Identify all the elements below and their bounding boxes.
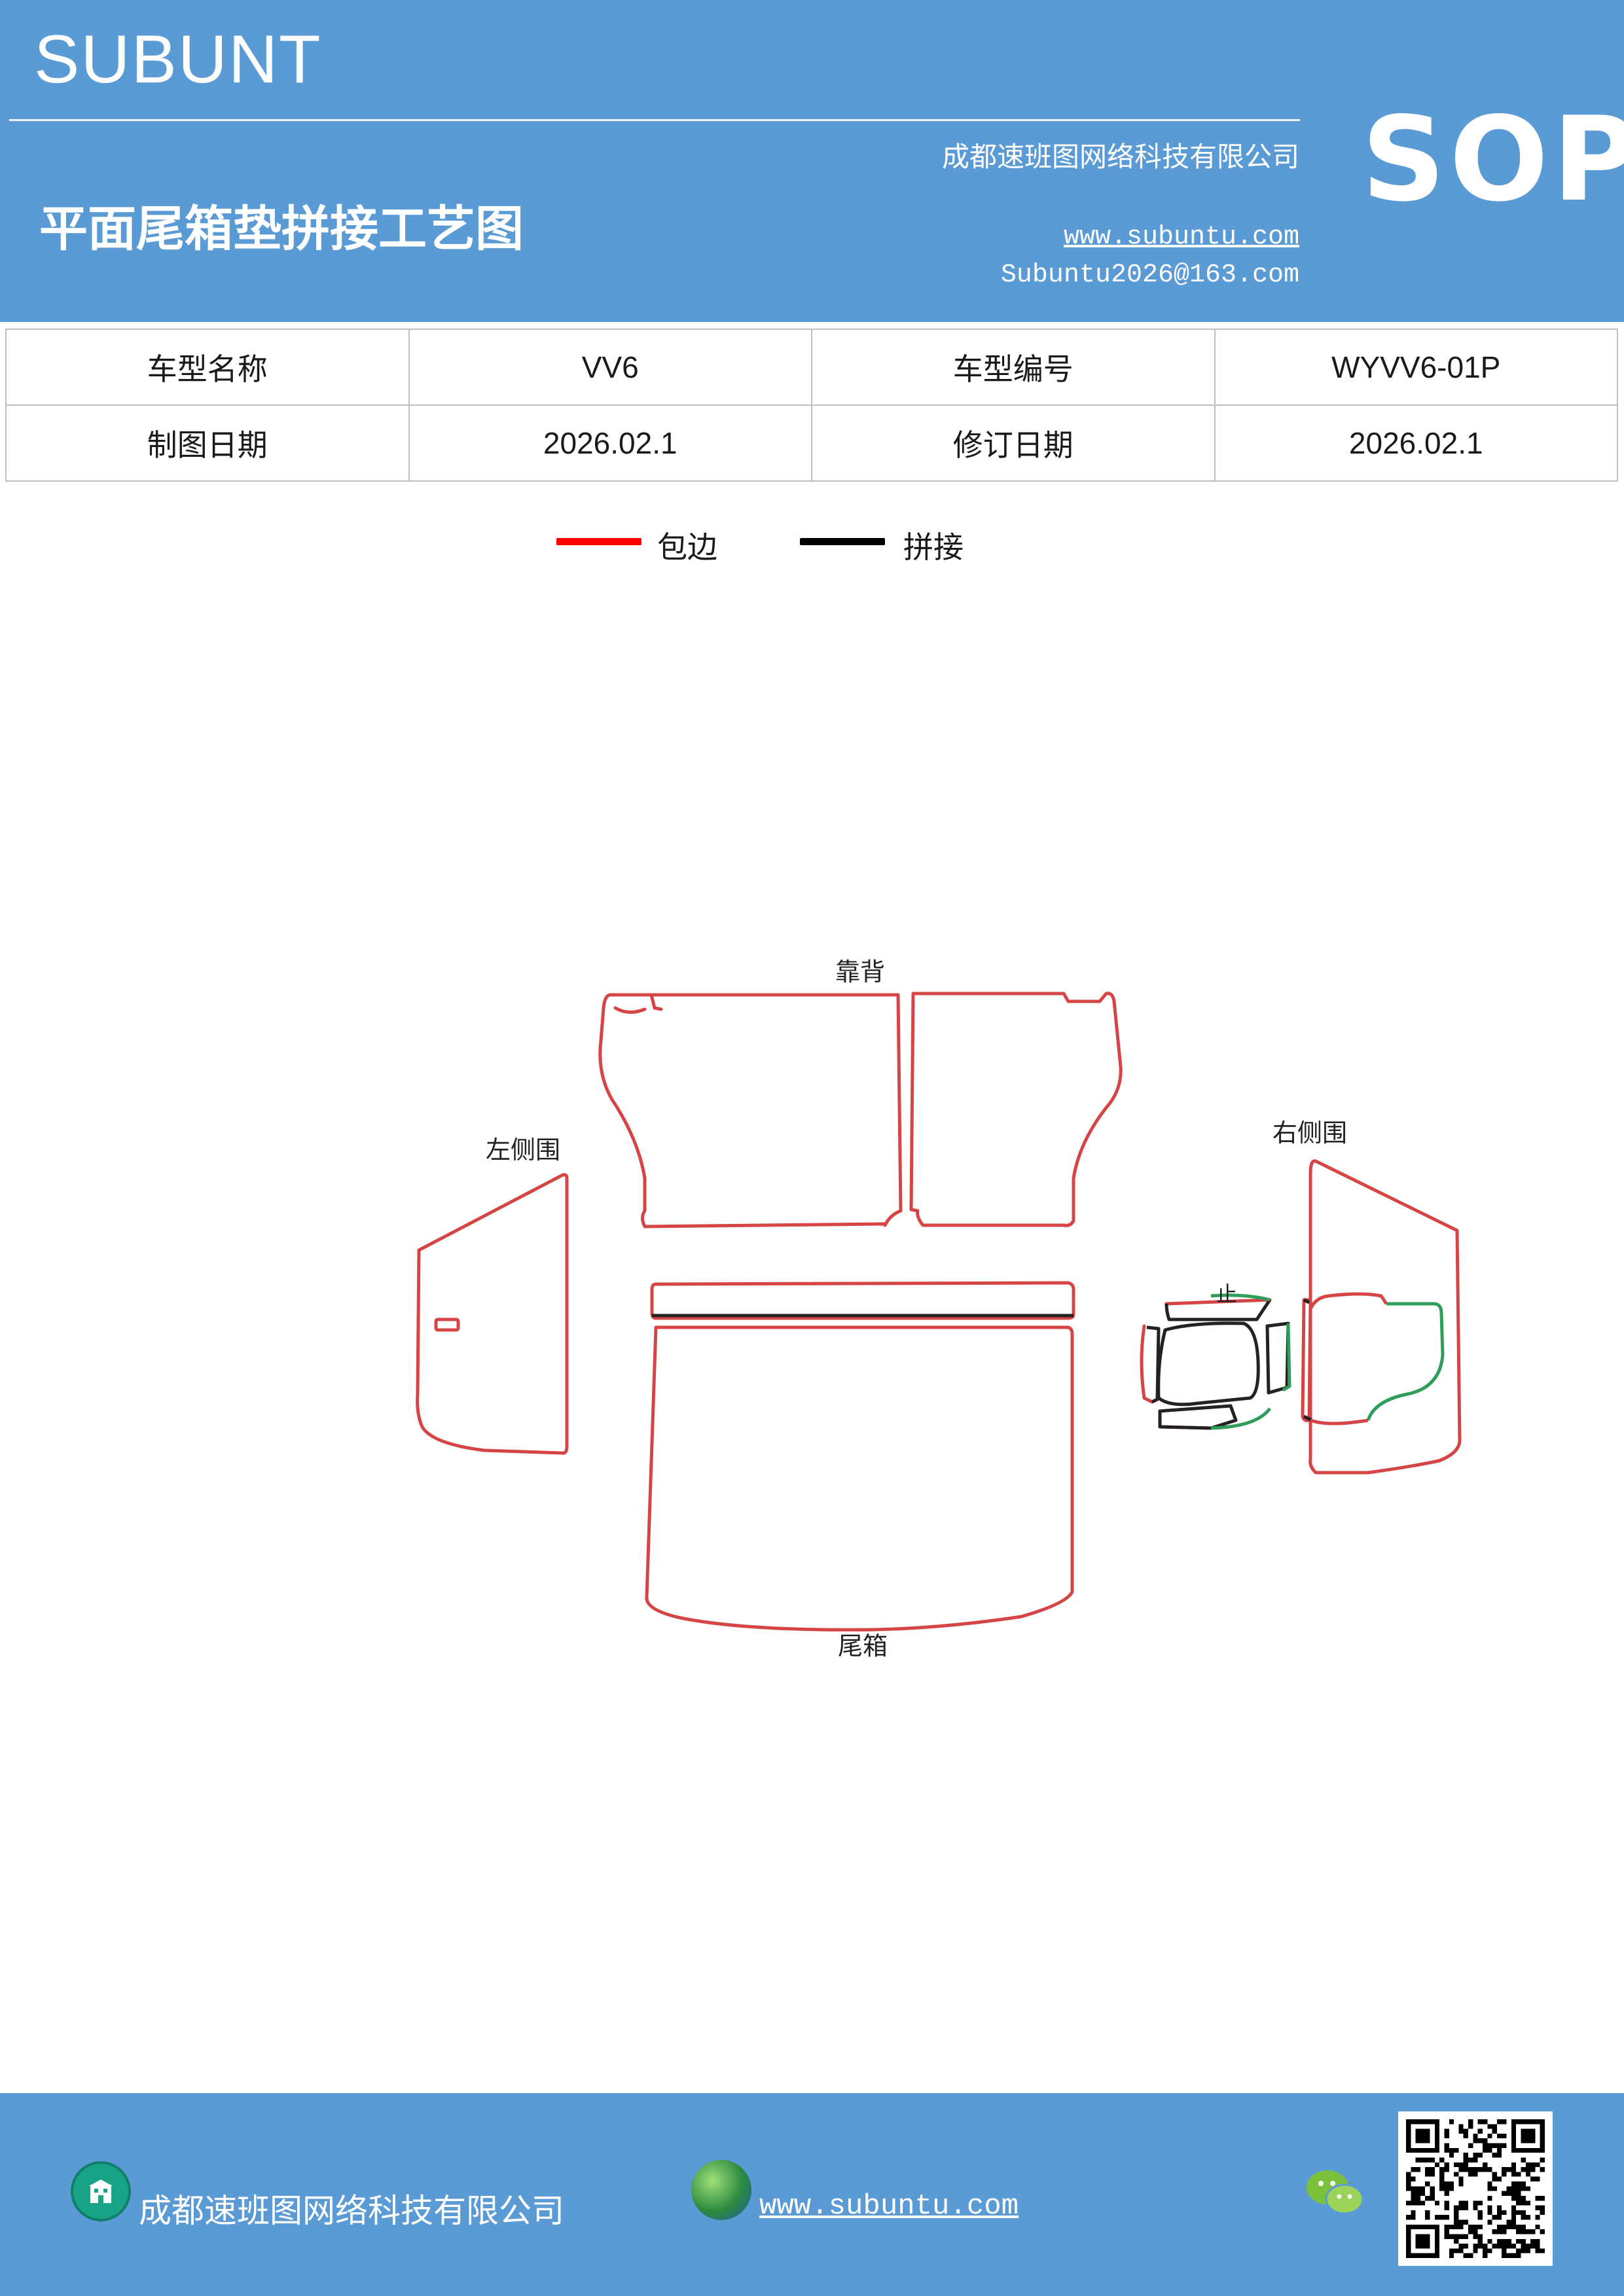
qr-code [1398, 2111, 1553, 2266]
value-model-name: VV6 [408, 329, 812, 406]
footer-website-link[interactable]: www.subuntu.com [759, 2190, 1019, 2223]
green-edge-right-side [1366, 1302, 1445, 1421]
legend-label-edge-binding: 包边 [657, 529, 717, 565]
value-drawing-date: 2026.02.1 [408, 404, 812, 482]
header-band: SUBUNT 成都速班图网络科技有限公司 www.subuntu.com Sub… [0, 0, 1624, 322]
label-backrest: 靠背 [835, 958, 886, 986]
small-piece-top-seam [1164, 1299, 1272, 1321]
green-edge-right [1282, 1323, 1291, 1392]
green-edge-bottom [1210, 1407, 1272, 1430]
green-edge-top [1210, 1293, 1271, 1302]
small-piece-left [1140, 1324, 1154, 1404]
right-insert-seam [1303, 1298, 1313, 1422]
trunk-main-panel [645, 1325, 1074, 1632]
vehicle-info-table: 车型名称 VV6 车型编号 WYVV6-01P 制图日期 2026.02.1 修… [5, 329, 1618, 482]
footer-band: 成都速班图网络科技有限公司 www.subuntu.com [0, 2093, 1624, 2296]
brand-name: SUBUNT [34, 22, 322, 98]
wechat-icon [1307, 2170, 1364, 2215]
small-piece-top [1164, 1298, 1272, 1306]
right-side-insert [1301, 1298, 1312, 1422]
mat-layout-drawing: 靠背 左侧围 右侧围 尾箱 止 [0, 903, 1624, 1689]
left-side-cutout [434, 1318, 460, 1332]
legend-label-seam: 拼接 [903, 529, 964, 565]
right-side-inner-contour [1308, 1292, 1388, 1426]
sop-badge: SOP [1362, 92, 1624, 227]
label-right-side: 右侧围 [1272, 1119, 1348, 1147]
value-revision-date: 2026.02.1 [1214, 404, 1618, 482]
mat-pieces-svg [416, 992, 1462, 1632]
globe-icon [691, 2160, 751, 2220]
small-piece-right-seam [1265, 1321, 1290, 1395]
backrest-left-panel [598, 993, 903, 1229]
footer-company-name: 成都速班图网络科技有限公司 [139, 2192, 564, 2230]
header-email: Subuntu2026@163.com [1000, 260, 1299, 290]
small-piece-bottom-seam [1158, 1404, 1238, 1430]
label-model-name: 车型名称 [5, 329, 410, 406]
value-model-code: WYVV6-01P [1214, 329, 1618, 406]
table-row: 车型名称 VV6 车型编号 WYVV6-01P [5, 329, 1618, 406]
left-side-panel [416, 1173, 569, 1455]
header-company-name: 成都速班图网络科技有限公司 [941, 141, 1299, 173]
label-trunk: 尾箱 [838, 1632, 888, 1660]
label-model-code: 车型编号 [811, 329, 1216, 406]
legend-swatch-seam [800, 538, 885, 545]
label-small-mark: 止 [1216, 1282, 1238, 1306]
header-divider [9, 119, 1300, 121]
table-row: 制图日期 2026.02.1 修订日期 2026.02.1 [5, 404, 1618, 482]
line-legend: 包边 拼接 [0, 524, 1624, 576]
header-website-link[interactable]: www.subuntu.com [1063, 223, 1299, 252]
trunk-top-strip [650, 1281, 1075, 1320]
legend-swatch-edge-binding [556, 538, 641, 545]
backrest-right-panel [909, 992, 1123, 1227]
label-drawing-date: 制图日期 [5, 404, 410, 482]
label-revision-date: 修订日期 [811, 404, 1216, 482]
building-icon [71, 2161, 131, 2221]
small-piece-center [1157, 1321, 1260, 1407]
document-title: 平面尾箱垫拼接工艺图 [39, 201, 524, 257]
right-side-panel [1308, 1159, 1462, 1475]
small-piece-left-seam [1146, 1325, 1161, 1404]
label-left-side: 左侧围 [486, 1136, 561, 1164]
